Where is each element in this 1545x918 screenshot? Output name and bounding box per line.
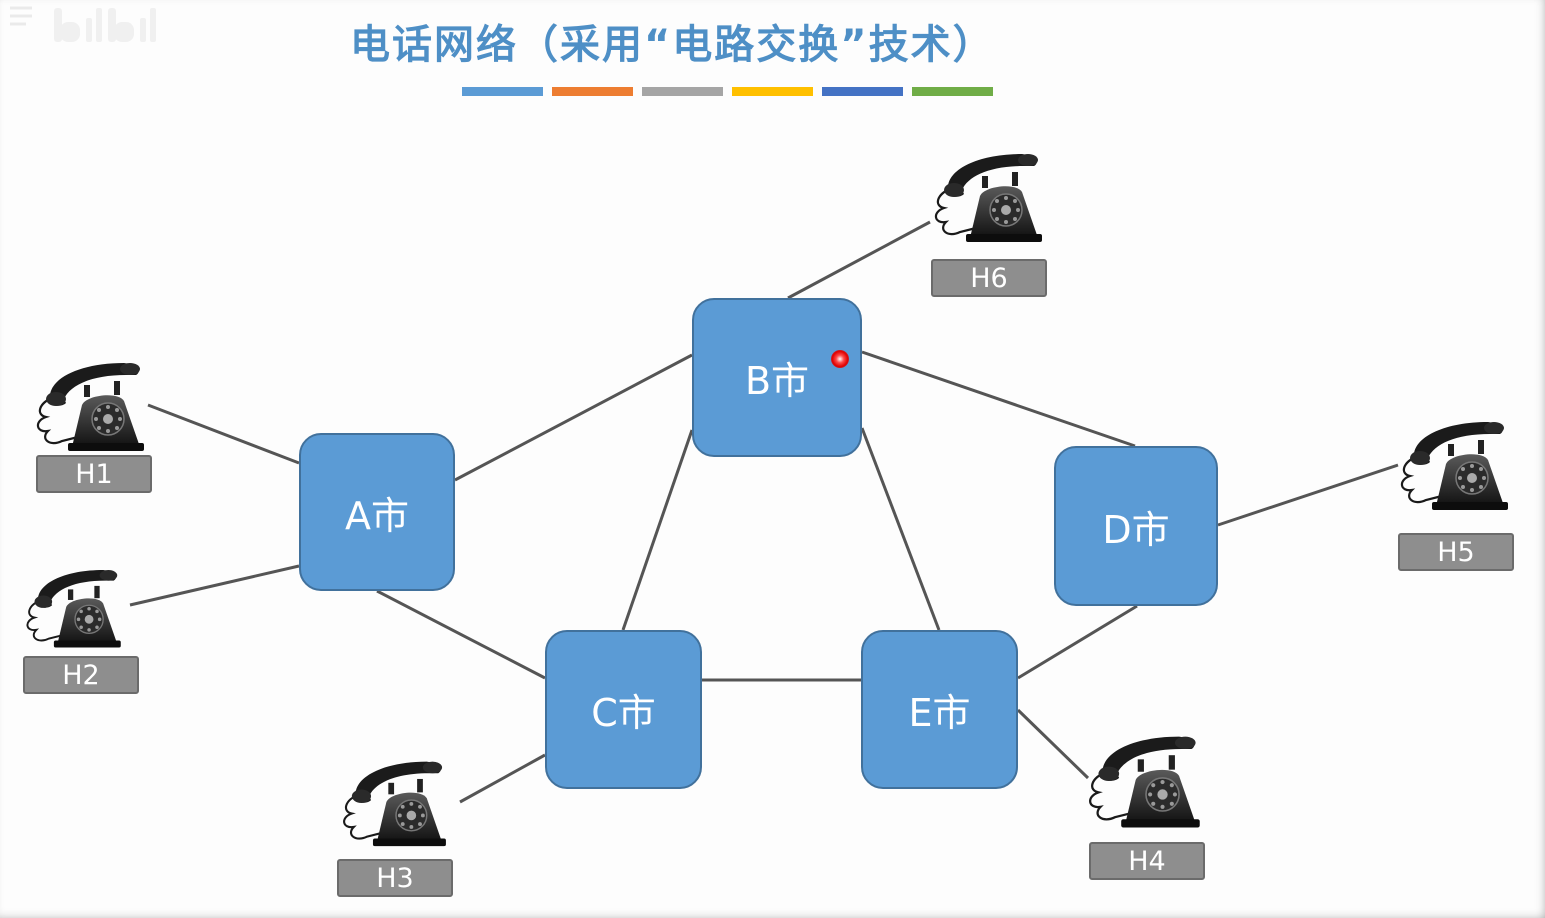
color-bar-segment-1 [462, 87, 543, 96]
telephone-icon-h5 [1400, 420, 1510, 512]
color-bar-segment-5 [822, 87, 903, 96]
city-node-c[interactable]: C市 [545, 630, 702, 789]
link-h3-c [459, 753, 546, 804]
city-node-c-label: C市 [591, 691, 656, 735]
host-label-h5: H5 [1398, 533, 1514, 571]
telephone-icon-h6 [934, 152, 1044, 244]
link-b-d [861, 350, 1136, 448]
telephone-icon-h1 [36, 361, 146, 453]
telephone-icon-h4 [1088, 735, 1201, 829]
link-a-c [376, 589, 546, 680]
host-label-h1: H1 [36, 455, 152, 493]
link-h4-e [1016, 708, 1090, 780]
link-h5-d [1217, 463, 1399, 527]
telephone-icon-h3 [343, 760, 447, 848]
link-h6-b [787, 220, 931, 300]
bilibili-logo [10, 6, 156, 42]
laser-pointer-dot [831, 350, 849, 368]
link-b-c [621, 429, 694, 631]
link-h2-a [129, 564, 300, 607]
color-bar-segment-3 [642, 87, 723, 96]
link-h1-a [147, 403, 300, 465]
host-label-h4: H4 [1089, 842, 1205, 880]
color-bar-segment-4 [732, 87, 813, 96]
telephone-icon-h2 [26, 569, 122, 649]
city-node-b-label: B市 [744, 359, 810, 403]
link-d-e [1017, 604, 1138, 680]
city-node-a[interactable]: A市 [299, 433, 455, 591]
city-node-e-label: E市 [908, 691, 971, 735]
city-node-d[interactable]: D市 [1054, 446, 1218, 606]
host-label-h6: H6 [931, 259, 1047, 297]
host-label-h2: H2 [23, 656, 139, 694]
city-node-d-label: D市 [1102, 507, 1170, 552]
link-a-b [454, 353, 693, 482]
city-node-a-label: A市 [345, 493, 409, 538]
color-bar-segment-6 [912, 87, 993, 96]
color-bar-segment-2 [552, 87, 633, 96]
title-color-bar [462, 87, 993, 97]
city-node-e[interactable]: E市 [861, 630, 1018, 789]
city-node-b[interactable]: B市 [692, 298, 862, 457]
link-b-e [860, 427, 941, 631]
page-title: 电话网络（采用“电路交换”技术） [350, 22, 995, 68]
host-label-h3: H3 [337, 859, 453, 897]
